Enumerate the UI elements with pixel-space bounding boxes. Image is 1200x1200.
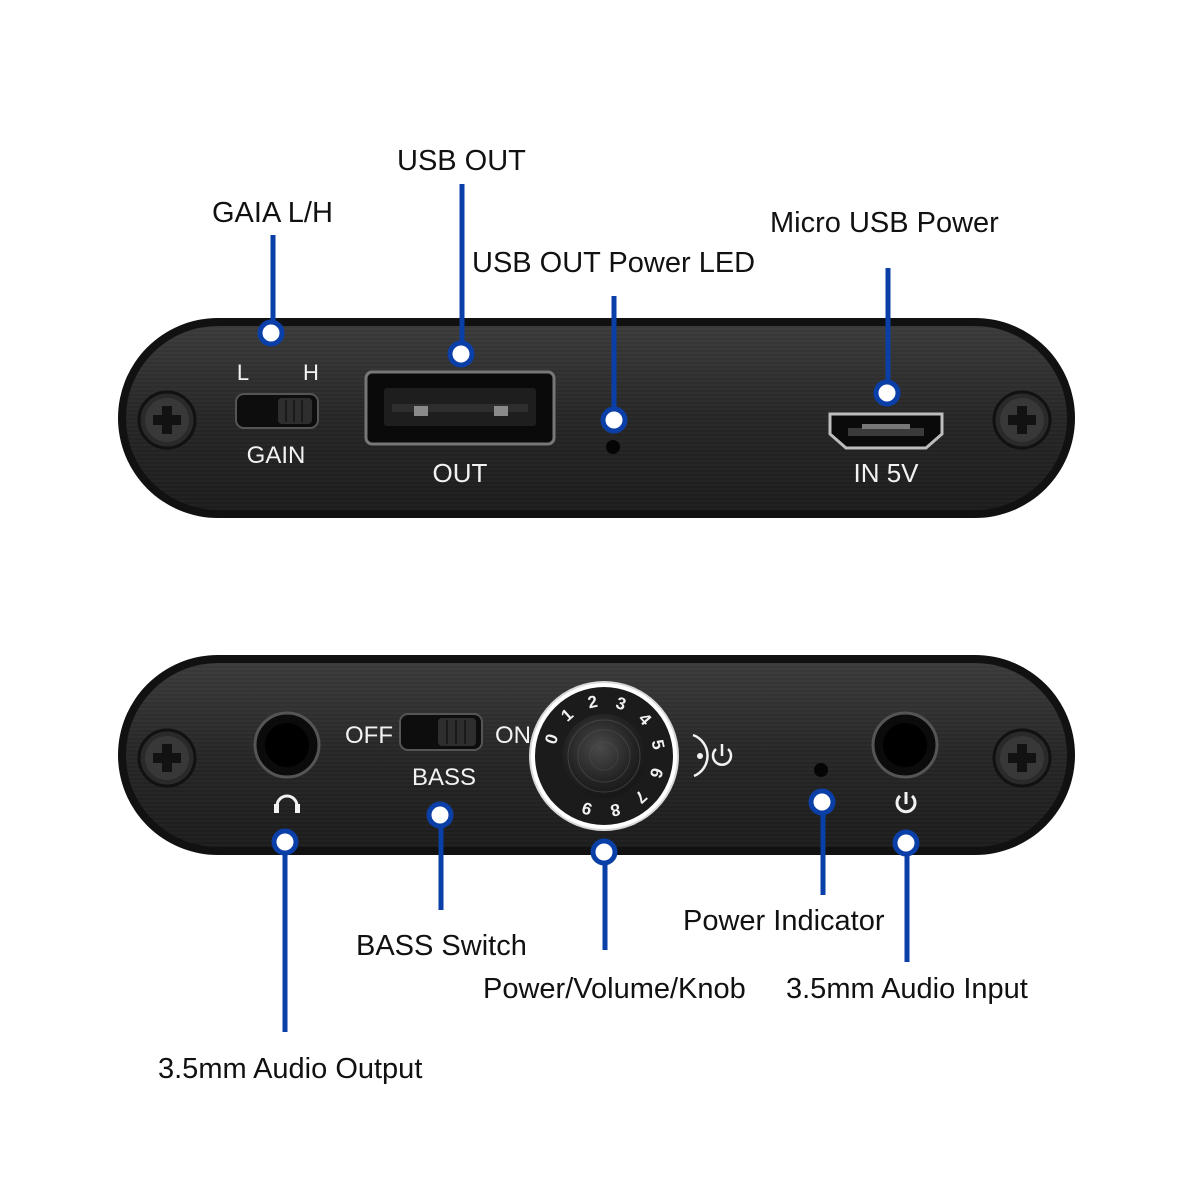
knob-marker (590, 838, 618, 866)
gain-high-label: H (303, 360, 319, 385)
volume-knob[interactable] (529, 681, 679, 831)
micro-usb-port[interactable] (828, 412, 944, 450)
audio-output-marker (271, 828, 299, 856)
power-volume-knob-callout: Power/Volume/Knob (483, 973, 746, 1005)
gain-label: GAIN (247, 442, 306, 469)
gain-switch[interactable] (235, 393, 319, 429)
bass-label: BASS (412, 764, 476, 791)
audio-input-callout: 3.5mm Audio Input (786, 973, 1028, 1005)
audio-input-icon (895, 792, 917, 814)
screw-icon (992, 728, 1052, 788)
screw-icon (137, 728, 197, 788)
screw-icon (992, 390, 1052, 450)
bass-marker (426, 801, 454, 829)
screw-icon (137, 390, 197, 450)
micro-usb-marker (873, 379, 901, 407)
power-in-label: IN 5V (853, 458, 919, 488)
usb-out-label: OUT (433, 458, 488, 488)
power-indicator-marker (808, 788, 836, 816)
audio-input-marker (892, 829, 920, 857)
usb-out-power-led-callout: USB OUT Power LED (472, 247, 755, 279)
usb-led-marker (600, 406, 628, 434)
headphone-icon (274, 794, 300, 813)
usb-out-marker (447, 340, 475, 368)
leader-lines (257, 184, 920, 1032)
bass-on-label: ON (495, 722, 531, 749)
micro-usb-power-callout: Micro USB Power (770, 207, 999, 239)
audio-output-callout: 3.5mm Audio Output (158, 1053, 422, 1085)
callout-labels: GAIA L/H USB OUT USB OUT Power LED Micro… (158, 145, 1028, 1085)
knob-scale-mark: 5 (648, 738, 669, 751)
audio-input-jack[interactable] (871, 711, 939, 779)
bass-switch-callout: BASS Switch (356, 930, 527, 962)
usb-out-led (606, 440, 620, 454)
usb-out-callout: USB OUT (397, 145, 526, 177)
gain-switch-callout: GAIA L/H (212, 197, 333, 229)
gain-low-label: L (237, 360, 249, 385)
usb-out-port[interactable] (364, 370, 556, 446)
power-indicator-callout: Power Indicator (683, 905, 885, 937)
power-icon (692, 733, 733, 778)
bass-switch[interactable] (399, 713, 483, 751)
bass-off-label: OFF (345, 722, 393, 749)
front-panel: L H GAIN OUT IN 5V (118, 318, 1075, 518)
audio-output-jack[interactable] (253, 711, 321, 779)
power-indicator-led (814, 763, 828, 777)
knob-scale-mark: 2 (586, 692, 599, 713)
gain-marker (257, 319, 285, 347)
knob-scale-mark: 8 (609, 800, 622, 821)
